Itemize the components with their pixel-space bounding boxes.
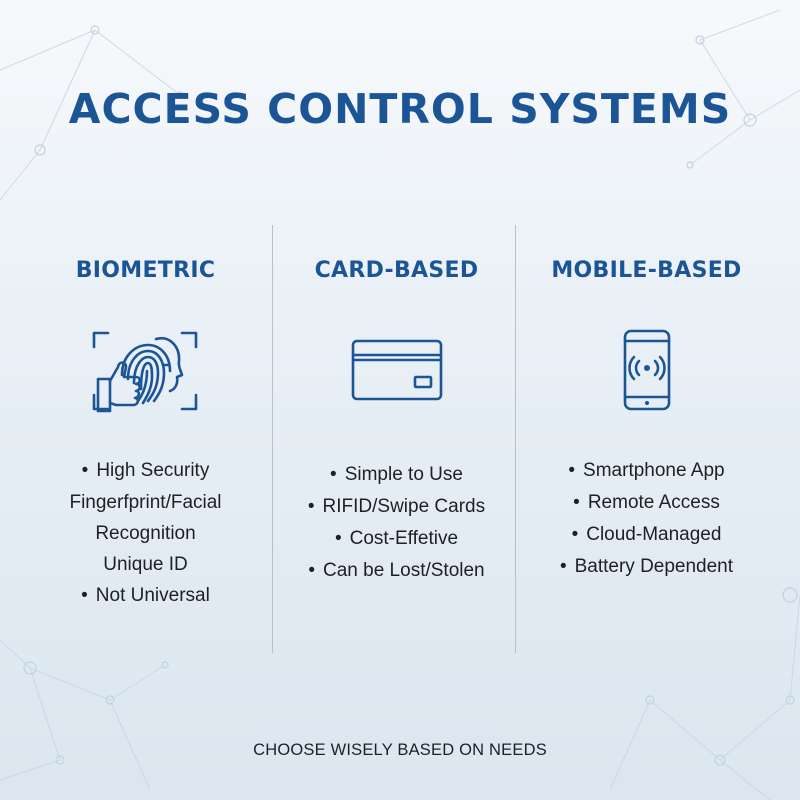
column-biometric: BIOMETRIC •High Security Fingerfprint/Fa… [25,258,266,612]
list-item: •RIFID/Swipe Cards [307,496,486,517]
list-item: •Cost-Effetive [334,528,459,549]
list-item: •Battery Dependent [559,556,734,577]
feature-list: •High Security Fingerfprint/Facial Recog… [25,455,266,612]
column-divider [272,225,273,653]
footer-tagline: CHOOSE WISELY BASED ON NEEDS [253,741,547,759]
fingerprint-face-icon [92,331,197,413]
list-item: •High Security [81,460,210,481]
column-heading: BIOMETRIC [75,258,216,283]
column-mobile-based: MOBILE-BASED •Smartphone App •Remote Acc… [526,258,767,583]
column-heading: MOBILE-BASED [551,258,742,283]
list-item: Fingerfprint/Facial Recognition [69,492,222,544]
feature-list: •Simple to Use •RIFID/Swipe Cards •Cost-… [276,459,517,587]
feature-list: •Smartphone App •Remote Access •Cloud-Ma… [526,455,767,583]
list-item: •Remote Access [573,492,720,513]
column-heading: CARD-BASED [314,258,479,283]
column-card-based: CARD-BASED •Simple to Use •RIFID/Swipe C… [276,258,517,587]
column-divider [515,225,516,653]
list-item: •Simple to Use [330,464,463,485]
list-item: •Smartphone App [568,460,725,481]
smartphone-nfc-icon [623,329,670,411]
list-item: •Can be Lost/Stolen [308,560,485,581]
page-title: ACCESS CONTROL SYSTEMS [68,85,732,133]
list-item: •Cloud-Managed [571,524,722,545]
list-item: Unique ID [103,554,188,575]
list-item: •Not Universal [81,585,210,606]
card-icon [351,339,442,401]
